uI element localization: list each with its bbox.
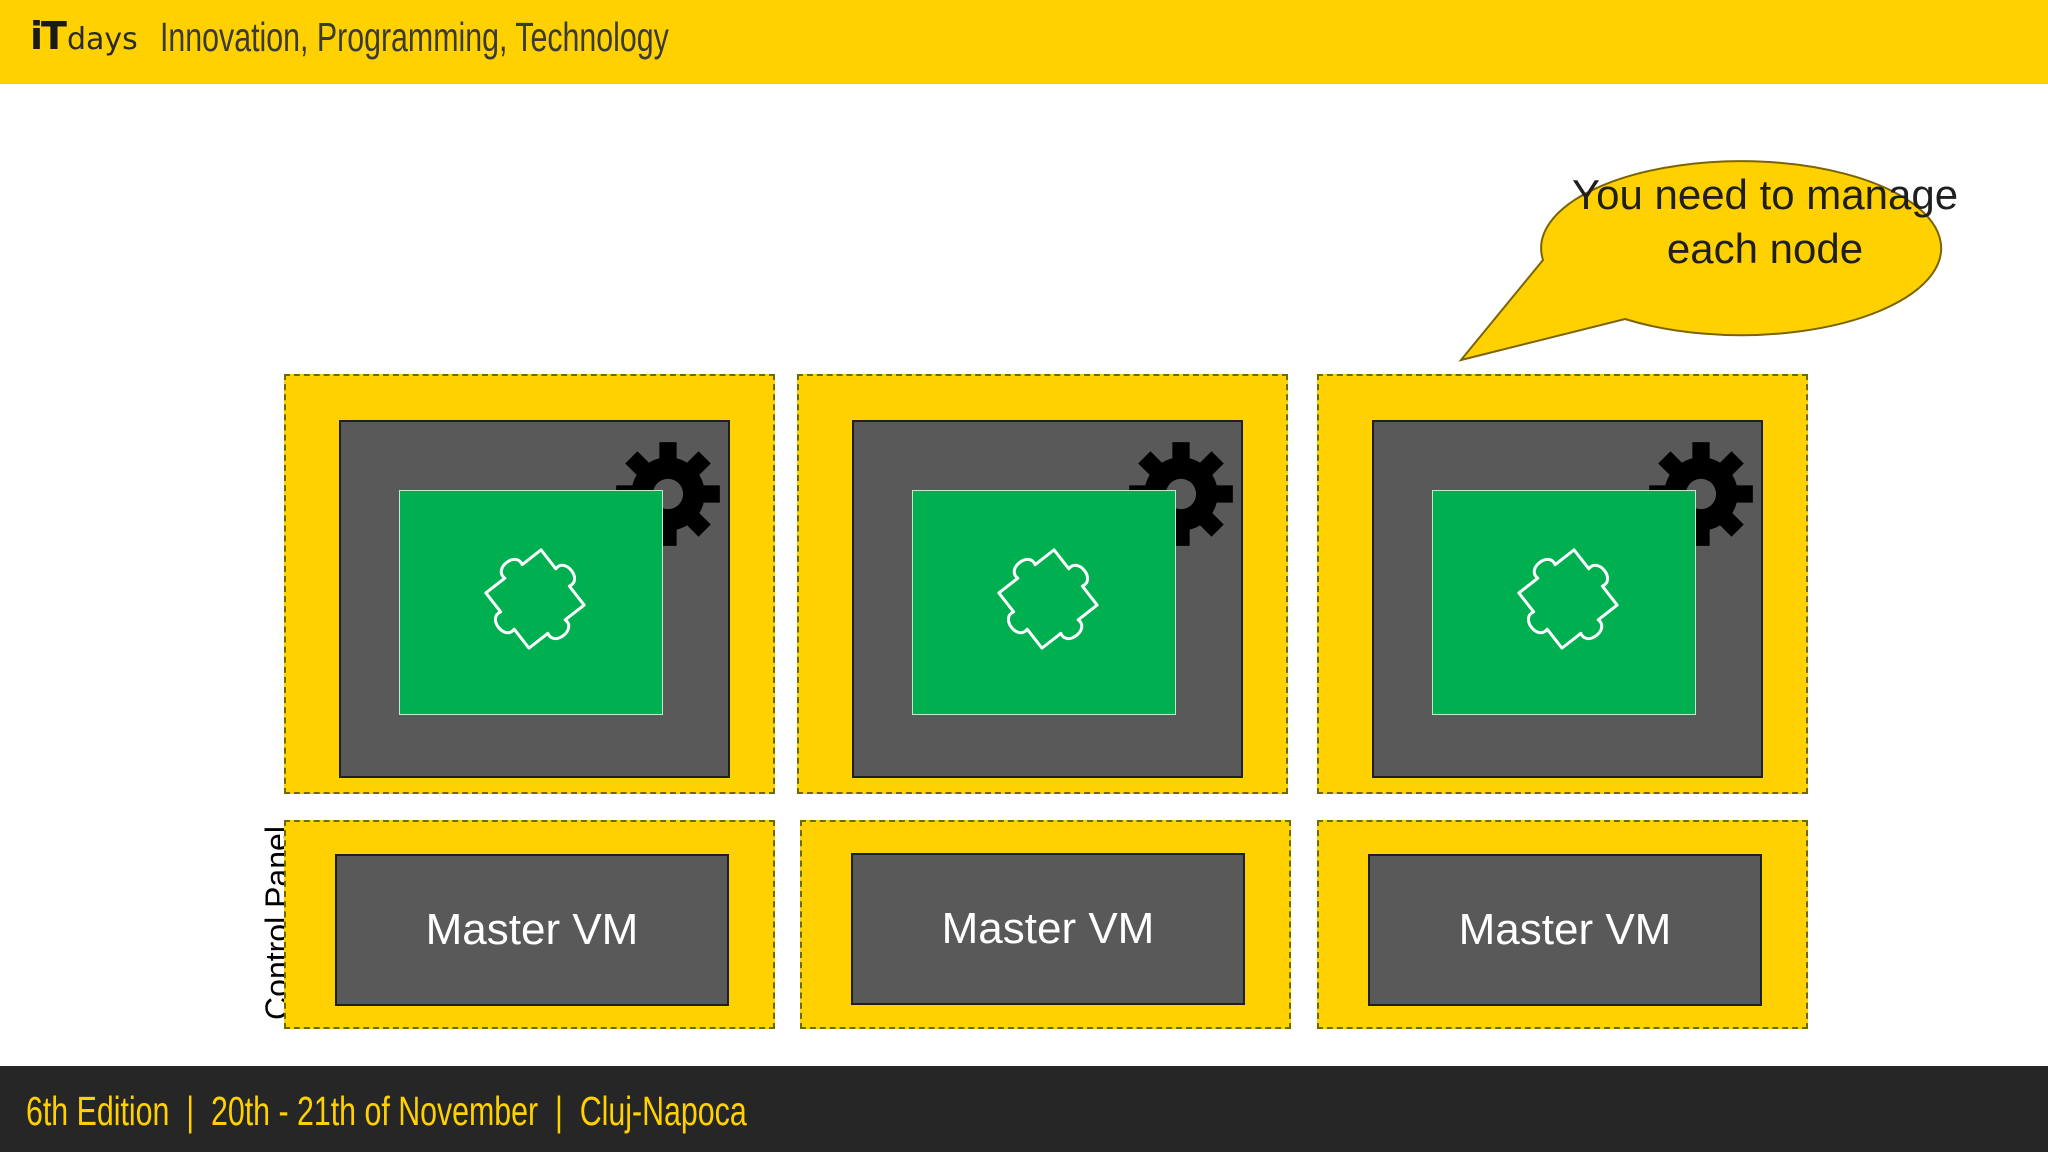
master-node-3: Master VM [1317, 820, 1808, 1029]
footer-event-info: 6th Edition | 20th - 21th of November | … [26, 1088, 747, 1134]
pod-container [912, 490, 1176, 715]
worker-vm-2 [852, 420, 1243, 778]
master-node-1: Master VM [284, 820, 775, 1029]
worker-vm-1 [339, 420, 730, 778]
master-vm-2: Master VM [851, 853, 1245, 1005]
itdays-logo: iT days [30, 14, 138, 70]
master-vm-3: Master VM [1368, 854, 1762, 1006]
pod-container [399, 490, 663, 715]
master-vm-label: Master VM [941, 904, 1155, 953]
puzzle-icon [997, 548, 1099, 650]
logo-it-text: iT [30, 14, 67, 58]
master-vm-1: Master VM [335, 854, 729, 1006]
master-vm-label: Master VM [1458, 905, 1672, 954]
master-node-2: Master VM [800, 820, 1291, 1029]
logo-days-text: days [66, 22, 138, 57]
puzzle-icon [1517, 548, 1619, 650]
callout-text: You need to manage each node [1571, 171, 1959, 272]
footer-bar: 6th Edition | 20th - 21th of November | … [0, 1066, 2048, 1152]
header-bar: iT days Innovation, Programming, Technol… [0, 0, 2048, 84]
speech-bubble [1458, 160, 1943, 362]
pod-container [1432, 490, 1696, 715]
master-vm-label: Master VM [425, 905, 639, 954]
worker-vm-3 [1372, 420, 1763, 778]
worker-node-2 [797, 374, 1288, 794]
worker-node-3 [1317, 374, 1808, 794]
worker-node-1 [284, 374, 775, 794]
puzzle-icon [484, 548, 586, 650]
header-tagline: Innovation, Programming, Technology [160, 14, 669, 60]
